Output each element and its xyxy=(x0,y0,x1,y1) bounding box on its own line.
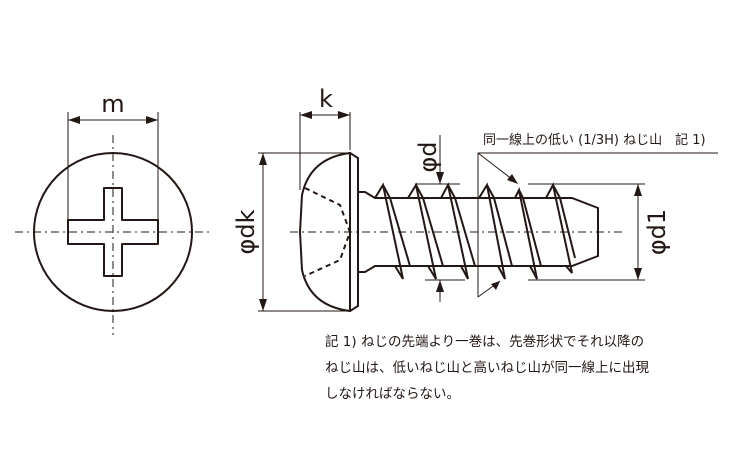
end-view: m xyxy=(15,90,212,335)
dimension-m-label: m xyxy=(101,90,124,118)
note-block: 記 1) ねじの先端より一巻は、先巻形状でそれ以降の ねじ山は、低いねじ山と高い… xyxy=(325,329,649,407)
dimension-k-label: k xyxy=(319,85,333,113)
side-view: k φdk φd φd1 同一線上の低い (1/3H) ねじ山 記 1) xyxy=(232,85,718,313)
note-line: 記 1) ねじの先端より一巻は、先巻形状でそれ以降の xyxy=(325,334,645,350)
dimension-d-label: φd xyxy=(414,141,442,172)
dimension-d1-label: φd1 xyxy=(643,209,671,255)
note-line: ねじ山は、低いねじ山と高いねじ山が同一線上に出現 xyxy=(325,360,649,376)
dimension-dk-label: φdk xyxy=(232,209,260,254)
note-line: しなければならない。 xyxy=(325,386,460,402)
callout-text: 同一線上の低い (1/3H) ねじ山 記 1) xyxy=(483,132,706,148)
threads xyxy=(374,182,576,280)
